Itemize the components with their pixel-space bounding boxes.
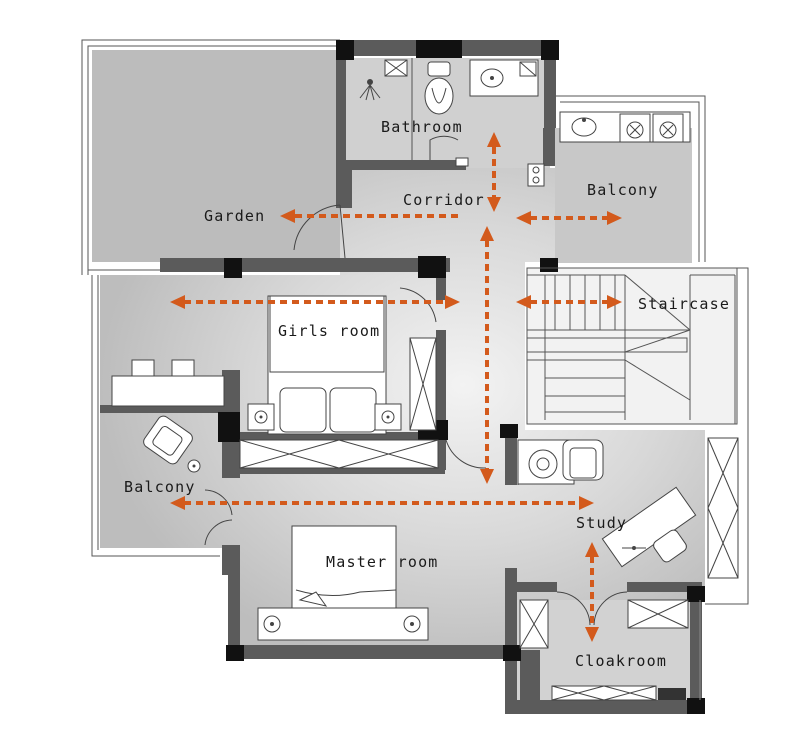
lamp-icon (247, 403, 275, 431)
armchair-icon (143, 415, 193, 465)
label-staircase: Staircase (638, 295, 730, 313)
sink-icon (480, 68, 504, 88)
arrow-to-staircase (516, 295, 622, 309)
arrow-to-girls-room (170, 295, 460, 309)
pillars (218, 40, 705, 714)
label-cloakroom: Cloakroom (575, 652, 667, 670)
room-labels: Bathroom Corridor Garden Balcony Stairca… (124, 118, 730, 670)
lamp-icon (263, 615, 281, 633)
armchair-icon (562, 439, 604, 481)
garden-door (293, 204, 346, 259)
dryer-icon (652, 113, 684, 143)
lamp-icon (403, 615, 421, 633)
arrow-to-bathroom (487, 132, 501, 212)
washing-machine-icon (619, 113, 651, 143)
label-girls-room: Girls room (278, 322, 380, 340)
main-floor (100, 168, 705, 650)
side-table-icon (528, 449, 558, 479)
label-master-room: Master room (326, 553, 439, 571)
lamp-icon (374, 403, 402, 431)
shower-icon (359, 79, 381, 101)
arrow-to-balcony-top (516, 211, 622, 225)
label-bathroom: Bathroom (381, 118, 463, 136)
arrow-to-balcony-left (170, 496, 594, 510)
laundry-fixtures (559, 111, 691, 143)
staircase-floor (527, 268, 737, 424)
basin-icon (571, 117, 597, 137)
study-furniture (445, 437, 739, 579)
cloakroom-furniture (519, 591, 701, 701)
toilet-icon (424, 61, 454, 115)
girls-room-furniture (239, 287, 439, 469)
master-room-furniture (257, 525, 429, 641)
arrow-vertical-corridor (480, 226, 494, 484)
arrow-to-garden (280, 209, 458, 223)
balcony-top-floor (555, 128, 692, 263)
office-chair-icon (653, 529, 687, 563)
label-study: Study (576, 514, 627, 532)
left-balcony-furniture (111, 359, 233, 546)
label-balcony-top: Balcony (587, 181, 659, 199)
circulation-arrows (170, 132, 622, 642)
label-garden: Garden (204, 207, 265, 225)
label-corridor: Corridor (403, 191, 485, 209)
label-balcony-left: Balcony (124, 478, 196, 496)
arrow-to-cloakroom (585, 542, 599, 642)
bathroom-fixtures (359, 58, 545, 187)
garden-floor (92, 50, 340, 262)
outer-outlines (81, 39, 749, 605)
staircase-steps (526, 267, 738, 425)
